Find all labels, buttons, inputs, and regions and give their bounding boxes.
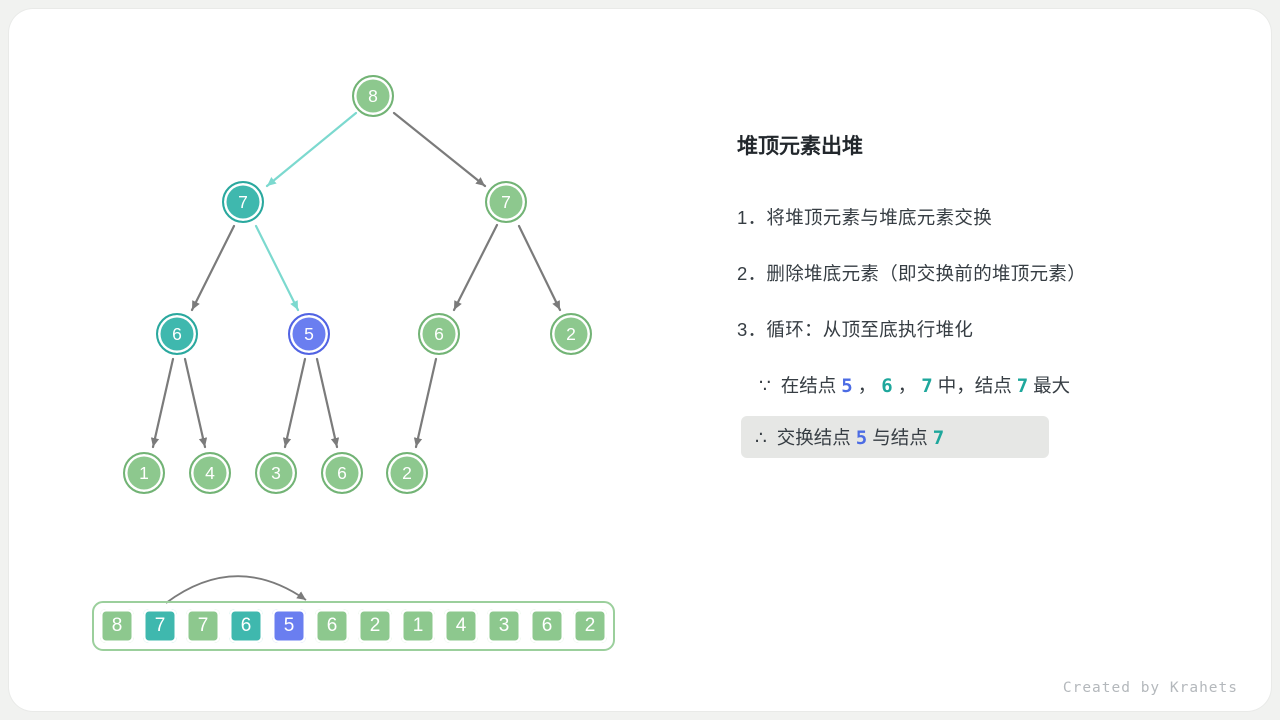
step-3: 3．循环：从顶至底执行堆化 bbox=[737, 319, 974, 340]
because-text: 最大 bbox=[1033, 375, 1071, 396]
tree-node-0: 8 bbox=[352, 75, 394, 117]
tree-node-8: 4 bbox=[189, 452, 231, 494]
because-symbol: ∵ bbox=[759, 375, 771, 396]
array-cell-3: 6 bbox=[227, 607, 265, 645]
tree-node-1: 7 bbox=[222, 181, 264, 223]
array-cell-4: 5 bbox=[270, 607, 308, 645]
because-text: 中，结点 bbox=[937, 375, 1012, 396]
array-cell-8: 4 bbox=[442, 607, 480, 645]
tree-node-7: 1 bbox=[123, 452, 165, 494]
heap-array: 8 7 7 6 5 6 2 1 4 3 6 2 bbox=[92, 601, 615, 651]
therefore-text: 与结点 bbox=[872, 427, 928, 448]
node-ref-5-swap: 5 bbox=[855, 427, 868, 449]
tree-node-11: 2 bbox=[386, 452, 428, 494]
tree-node-9: 3 bbox=[255, 452, 297, 494]
node-ref-6: 6 bbox=[881, 375, 893, 397]
node-ref-7: 7 bbox=[921, 375, 933, 397]
because-text: ， bbox=[857, 375, 877, 396]
panel-title: 堆顶元素出堆 bbox=[737, 135, 863, 158]
array-cell-0: 8 bbox=[98, 607, 136, 645]
explanation-panel: 堆顶元素出堆 1．将堆顶元素与堆底元素交换 2．删除堆底元素（即交换前的堆顶元素… bbox=[737, 130, 1267, 458]
step-2: 2．删除堆底元素（即交换前的堆顶元素） bbox=[737, 263, 1086, 284]
array-cell-9: 3 bbox=[485, 607, 523, 645]
because-text: 在结点 bbox=[780, 375, 837, 396]
array-cell-2: 7 bbox=[184, 607, 222, 645]
array-cell-6: 2 bbox=[356, 607, 394, 645]
array-cell-10: 6 bbox=[528, 607, 566, 645]
node-ref-5: 5 bbox=[841, 375, 853, 397]
node-ref-7-max: 7 bbox=[1016, 375, 1029, 397]
array-cell-5: 6 bbox=[313, 607, 351, 645]
watermark: Created by Krahets bbox=[1062, 680, 1238, 696]
tree-node-5: 6 bbox=[418, 313, 460, 355]
array-cell-7: 1 bbox=[399, 607, 437, 645]
tree-node-10: 6 bbox=[321, 452, 363, 494]
array-cell-1: 7 bbox=[141, 607, 179, 645]
array-cell-11: 2 bbox=[571, 607, 609, 645]
therefore-text: 交换结点 bbox=[776, 427, 851, 448]
tree-node-3: 6 bbox=[156, 313, 198, 355]
therefore-symbol: ∴ bbox=[755, 427, 767, 448]
because-text: ， bbox=[897, 375, 917, 396]
tree-node-4: 5 bbox=[288, 313, 330, 355]
node-ref-7-swap: 7 bbox=[932, 427, 945, 449]
step-1: 1．将堆顶元素与堆底元素交换 bbox=[737, 207, 992, 228]
tree-node-6: 2 bbox=[550, 313, 592, 355]
tree-node-2: 7 bbox=[485, 181, 527, 223]
